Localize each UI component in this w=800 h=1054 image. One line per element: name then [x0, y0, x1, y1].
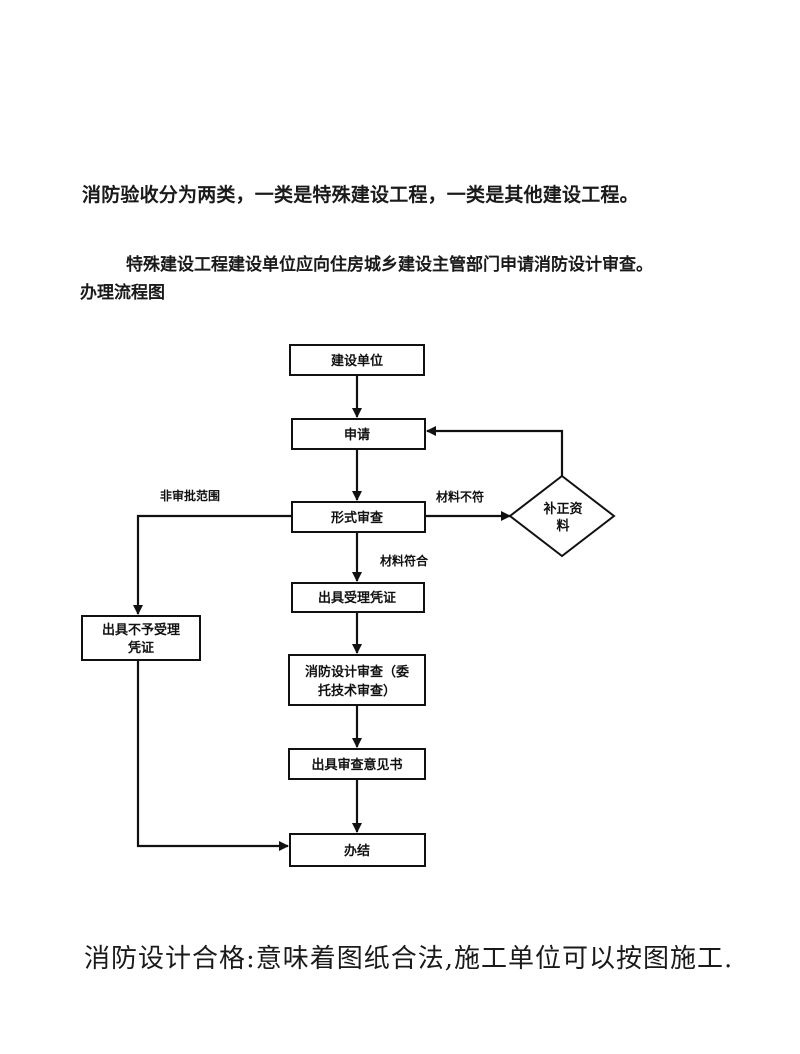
node-complete: 办结: [289, 833, 426, 867]
svg-text:出具受理凭证: 出具受理凭证: [318, 590, 396, 606]
svg-text:托技术审查）: 托技术审查）: [318, 683, 396, 699]
special-projects-paragraph: 特殊建设工程建设单位应向住房城乡建设主管部门申请消防设计审查。: [126, 255, 653, 275]
arrow-supplement-to-apply: [426, 426, 564, 476]
node-issue-opinion: 出具审查意见书: [288, 748, 426, 780]
svg-text:料: 料: [556, 518, 569, 534]
arrow-rejection-to-complete: [136, 660, 289, 851]
node-apply: 申请: [291, 418, 426, 450]
svg-text:申请: 申请: [344, 427, 370, 443]
edge-label-not-in-scope: 非审批范围: [160, 488, 220, 503]
svg-text:消防设计审查（委: 消防设计审查（委: [305, 664, 409, 680]
flowchart-title: 办理流程图: [80, 283, 165, 303]
conclusion-handwritten-note: 消防设计合格:意味着图纸合法,施工单位可以按图施工.: [84, 944, 734, 974]
svg-text:凭证: 凭证: [127, 640, 154, 656]
svg-text:形式审查: 形式审查: [331, 510, 384, 526]
node-issue-acceptance: 出具受理凭证: [291, 582, 425, 613]
svg-text:建设单位: 建设单位: [331, 353, 383, 369]
arrow-review-to-rejection: [133, 514, 292, 615]
svg-text:出具不予受理: 出具不予受理: [102, 622, 180, 638]
node-design-review: 消防设计审查（委 托技术审查）: [288, 654, 426, 706]
svg-text:出具审查意见书: 出具审查意见书: [311, 757, 402, 773]
intro-paragraph: 消防验收分为两类，一类是特殊建设工程，一类是其他建设工程。: [82, 184, 639, 206]
edge-label-materials-nonconforming: 材料不符: [435, 489, 484, 504]
node-supplement-materials: 补正资 料: [508, 474, 616, 558]
svg-text:办结: 办结: [344, 843, 370, 859]
edge-label-materials-conforming: 材料符合: [379, 553, 429, 568]
node-formal-review: 形式审查: [291, 501, 426, 533]
node-construction-unit: 建设单位: [289, 344, 425, 376]
node-issue-rejection: 出具不予受理 凭证: [81, 615, 201, 661]
svg-text:补正资: 补正资: [542, 501, 582, 517]
